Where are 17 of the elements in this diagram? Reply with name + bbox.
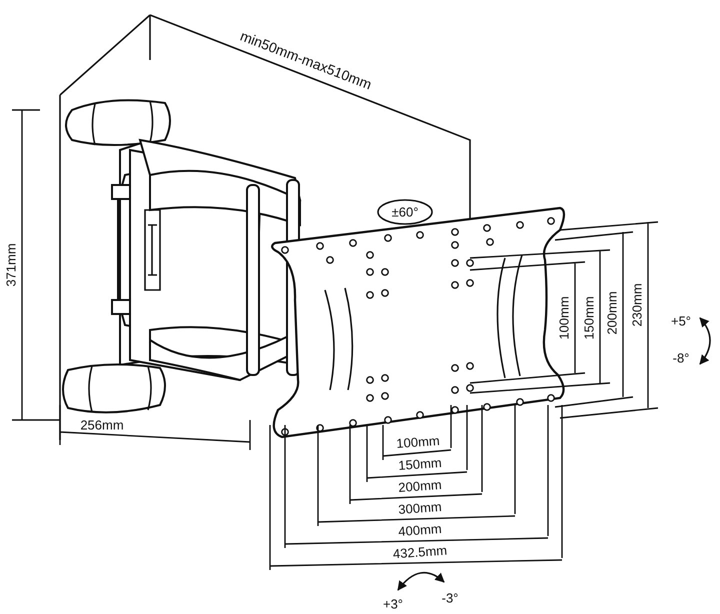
dimension-label: 300mm xyxy=(398,500,442,516)
dimension-label: 100mm xyxy=(396,434,440,450)
dimension-label: 432.5mm xyxy=(392,544,448,560)
dimension-label: 371mm xyxy=(4,243,18,287)
dimension-label: 200mm xyxy=(398,478,442,494)
dimension-label: ±60° xyxy=(392,206,418,218)
dimension-label: 400mm xyxy=(398,522,442,538)
dimension-label: +3° xyxy=(382,598,404,610)
dimension-label: 230mm xyxy=(630,283,644,327)
dimension-label: -3° xyxy=(442,592,458,604)
dimension-label: 200mm xyxy=(606,291,618,335)
dimension-label: 150mm xyxy=(398,456,442,472)
dimension-label: 256mm xyxy=(80,418,124,432)
dimension-label: 100mm xyxy=(558,296,570,340)
dimension-label: 150mm xyxy=(582,296,596,340)
dimension-label: +5° xyxy=(670,314,692,328)
dimension-label: -8° xyxy=(672,352,690,364)
